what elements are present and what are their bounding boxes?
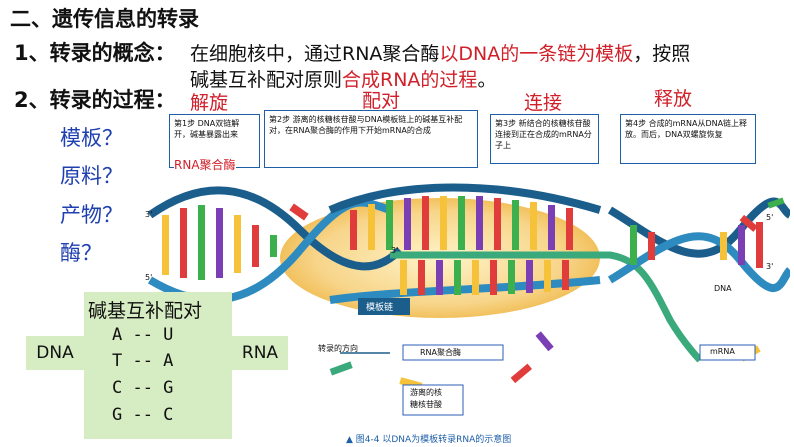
template-strand-tag: [358, 298, 410, 315]
free-nucleotide-label-1: 游离的核: [410, 388, 442, 397]
pairing-title: 碱基互补配对: [88, 300, 203, 322]
three-prime-middle: 3': [391, 246, 399, 255]
step-label-unwind: 解旋: [190, 92, 229, 114]
step-label-pair: 配对: [362, 90, 401, 112]
mrna-label-box: [699, 344, 756, 361]
question-product: 产物？: [60, 203, 123, 227]
pairing-row-gc: G -- C: [112, 405, 174, 425]
question-template: 模板？: [60, 126, 123, 150]
concept-highlight-template: 以DNA的一条链为模板: [439, 43, 634, 65]
dna-coding-strand: [328, 183, 602, 214]
template-strand-label: 模板链: [366, 303, 394, 313]
five-prime-right: 5': [766, 213, 774, 222]
pairing-row-au: A -- U: [112, 325, 174, 345]
base-pairs-left: [162, 205, 277, 280]
dna-label: DNA: [714, 284, 732, 293]
mrna-strand: [390, 251, 703, 363]
concept-line-2: 碱基互补配对原则合成RNA的过程。: [190, 65, 496, 92]
base-pairs-right: [630, 222, 763, 268]
pairing-row-ta: T -- A: [112, 351, 174, 371]
base-pairs-middle: [350, 196, 573, 295]
concept-text: 在细胞核中，通过RNA聚合酶: [190, 43, 440, 65]
figure-caption: ▲ 图4-4 以DNA为模板转录RNA的示意图: [346, 435, 512, 445]
dna-strand-left-top: [147, 186, 403, 271]
step-box-2: 第2步 游离的核糖核苷酸与DNA模板链上的碱基互补配对，在RNA聚合酶的作用下开…: [264, 110, 478, 168]
step-box-4: 第4步 合成的mRNA从DNA链上释放。而后，DNA双螺旋恢复: [620, 114, 756, 164]
concept-text: ，按照: [633, 43, 691, 65]
pairing-row-cg: C -- G: [112, 378, 174, 398]
transcription-diagram: [147, 183, 790, 416]
three-prime-left: 3': [145, 210, 153, 219]
mrna-label: mRNA: [710, 347, 735, 356]
polymerase-label-box: [402, 344, 504, 361]
enzyme-label: RNA聚合酶: [174, 156, 236, 173]
question-enzyme: 酶？: [60, 241, 102, 265]
direction-label: 转录的方向: [318, 344, 358, 353]
pairing-rna-side: RNA: [232, 336, 288, 370]
concept-line-1: 在细胞核中，通过RNA聚合酶以DNA的一条链为模板，按照: [190, 39, 690, 66]
concept-text: 。: [477, 69, 497, 91]
step-box-1: 第1步 DNA双链解开，碱基暴露出来: [169, 114, 260, 168]
free-nucleotide-label-box: [402, 384, 464, 416]
free-nucleotide-label-2: 糖核苷酸: [410, 400, 442, 409]
five-prime-left: 5': [145, 273, 153, 282]
concept-title: 1、转录的概念：: [14, 41, 176, 65]
concept-highlight-product: 合成RNA的过程: [342, 69, 478, 91]
concept-text: 碱基互补配对原则: [190, 69, 343, 91]
process-title: 2、转录的过程：: [14, 88, 176, 112]
question-material: 原料？: [60, 164, 123, 188]
step-box-3: 第3步 新结合的核糖核苷酸连接到正在合成的mRNA分子上: [490, 114, 599, 164]
three-prime-right: 3': [766, 262, 774, 271]
polymerase-label: RNA聚合酶: [420, 348, 462, 357]
section-heading: 二、遗传信息的转录: [10, 7, 199, 31]
pairing-panel: [84, 292, 232, 439]
dna-template-strand: [329, 276, 601, 304]
step-label-release: 释放: [654, 88, 693, 110]
pairing-dna-side: DNA: [26, 336, 84, 370]
step-label-link: 连接: [524, 92, 563, 114]
